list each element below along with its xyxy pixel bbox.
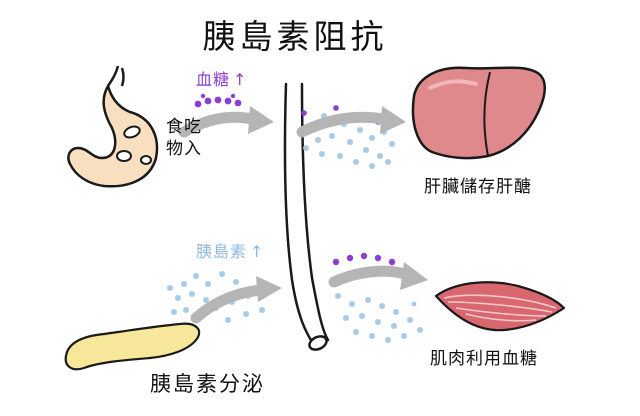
insulin-rise-label: 胰島素↑ — [196, 238, 264, 262]
arrow-vessel-to-liver — [296, 106, 406, 138]
arrow-stomach-to-vessel — [178, 106, 274, 138]
blood-sugar-text: 血糖 — [196, 70, 231, 89]
food-intake-label: 食吃物入 — [166, 117, 202, 159]
up-arrow-icon: ↑ — [233, 70, 248, 89]
liver-icon — [411, 66, 546, 160]
blood-sugar-dots-muscle — [332, 252, 396, 266]
stomach-icon — [67, 65, 159, 188]
muscle-icon — [434, 281, 566, 332]
pancreas-caption: 胰島素分泌 — [150, 372, 265, 396]
arrow-pancreas-to-vessel — [190, 276, 282, 324]
up-arrow-icon: ↑ — [250, 242, 265, 261]
blood-sugar-rise-label: 血糖↑ — [196, 66, 247, 90]
arrow-vessel-to-muscle — [328, 262, 428, 290]
pancreas-icon — [64, 322, 201, 371]
insulin-dots-muscle — [335, 293, 423, 343]
liver-caption: 肝臟儲存肝醣 — [424, 177, 532, 197]
muscle-caption: 肌肉利用血糖 — [430, 349, 538, 369]
blood-sugar-dots-top — [194, 93, 242, 108]
diagram-title: 胰島素阻抗 — [202, 17, 388, 56]
insulin-text: 胰島素 — [196, 242, 248, 261]
